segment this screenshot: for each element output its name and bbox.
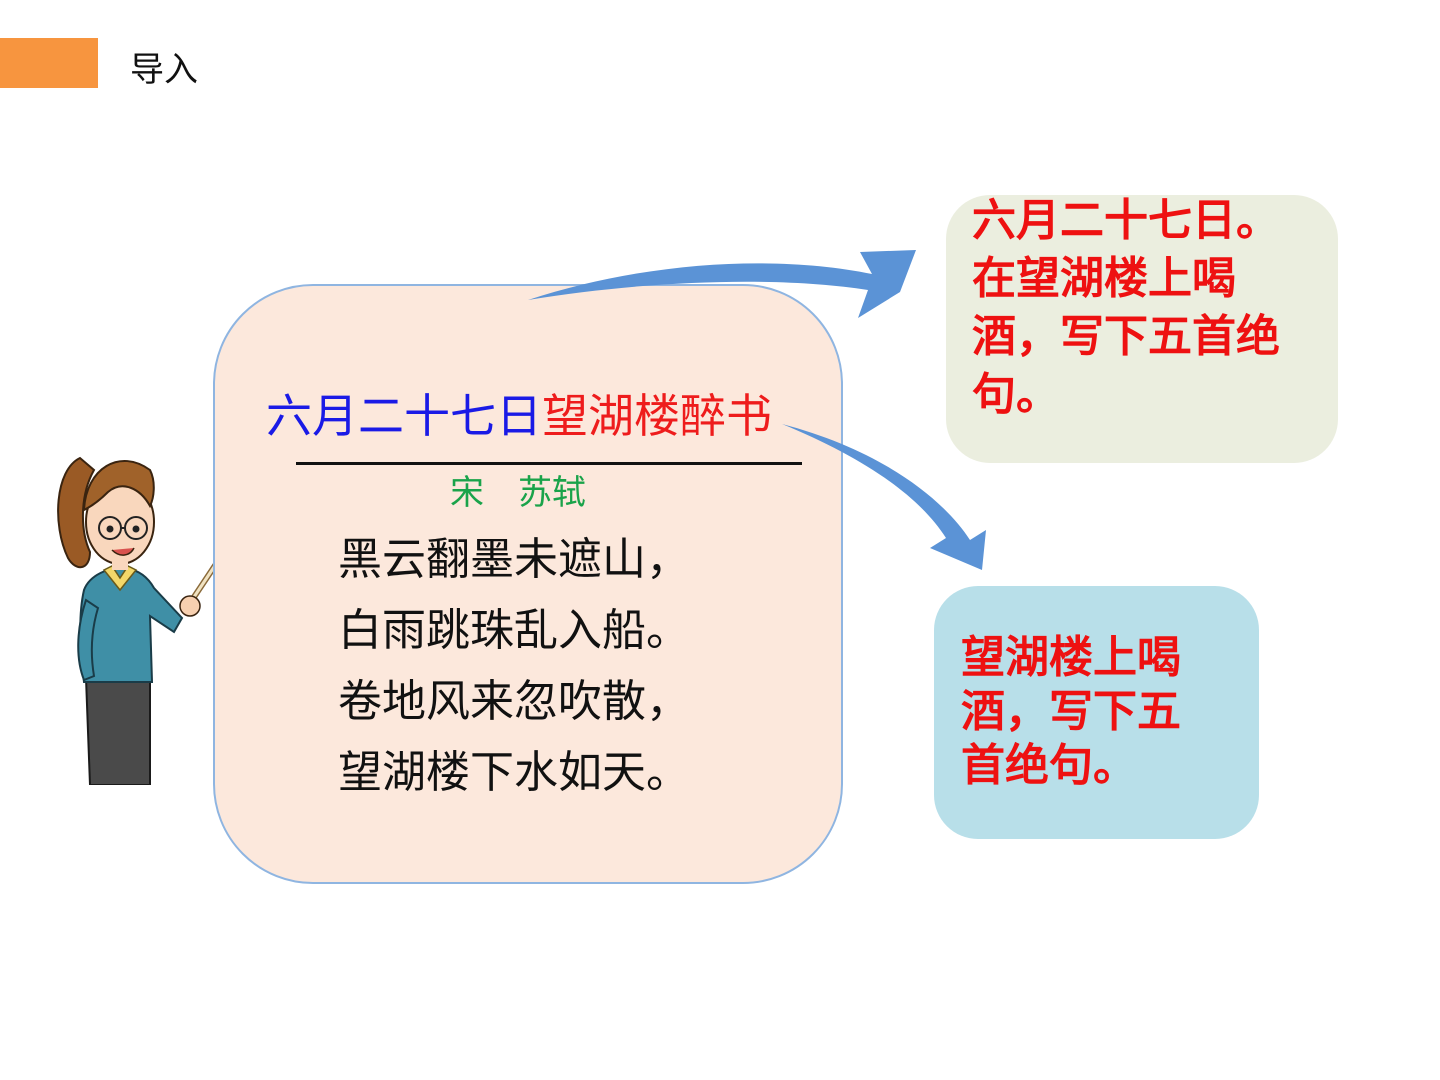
poem-line-2: 白雨跳珠乱入船。: [338, 605, 690, 656]
poem-line-4: 望湖楼下水如天。: [338, 747, 690, 798]
note-top-text: 六月二十七日。在望湖楼上喝酒，写下五首绝句。: [972, 195, 1280, 420]
title-underline: [296, 462, 802, 465]
poem-line-1: 黑云翻墨未遮山，: [338, 534, 690, 585]
poem-line-3: 卷地风来忽吹散，: [338, 676, 690, 727]
poem-author: 宋 苏轼: [450, 473, 586, 513]
note-top-card: [946, 195, 1338, 463]
poem-title: 六月二十七日望湖楼醉书: [266, 388, 826, 444]
note-bottom-text: 望湖楼上喝酒，写下五首绝句。: [961, 632, 1181, 791]
section-marker: [0, 38, 98, 88]
teacher-pointing-icon: [57, 456, 231, 785]
note-bottom-card: [934, 586, 1259, 839]
page-title: 导入: [130, 50, 198, 90]
poem-card: [213, 284, 843, 884]
poem-title-place: 望湖楼醉书: [542, 389, 772, 443]
poem-title-date: 六月二十七日: [266, 389, 542, 443]
